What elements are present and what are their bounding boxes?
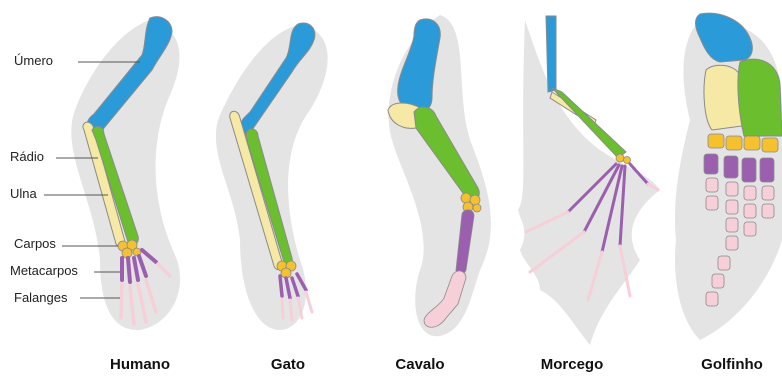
cat-shadow [216,25,328,330]
name-gato: Gato [271,356,305,373]
dolphin-limb [675,13,782,340]
label-falanges: Falanges [14,290,67,305]
horse-limb [388,15,491,336]
dolphin-radius [738,59,782,136]
name-golfinho: Golfinho [701,356,763,373]
name-humano: Humano [110,356,170,373]
label-ulna: Ulna [10,186,37,201]
dolphin-ulna [704,65,742,130]
human-shadow [71,20,180,330]
human-limb [71,17,180,330]
horse-shadow [389,15,491,336]
label-carpos: Carpos [14,236,56,251]
label-umero: Úmero [14,53,53,68]
bat-humerus [546,16,556,92]
name-morcego: Morcego [541,356,604,373]
cat-limb [216,23,328,330]
name-cavalo: Cavalo [395,356,444,373]
bat-limb [518,16,660,345]
label-metacarpos: Metacarpos [10,263,78,278]
label-radio: Rádio [10,149,44,164]
